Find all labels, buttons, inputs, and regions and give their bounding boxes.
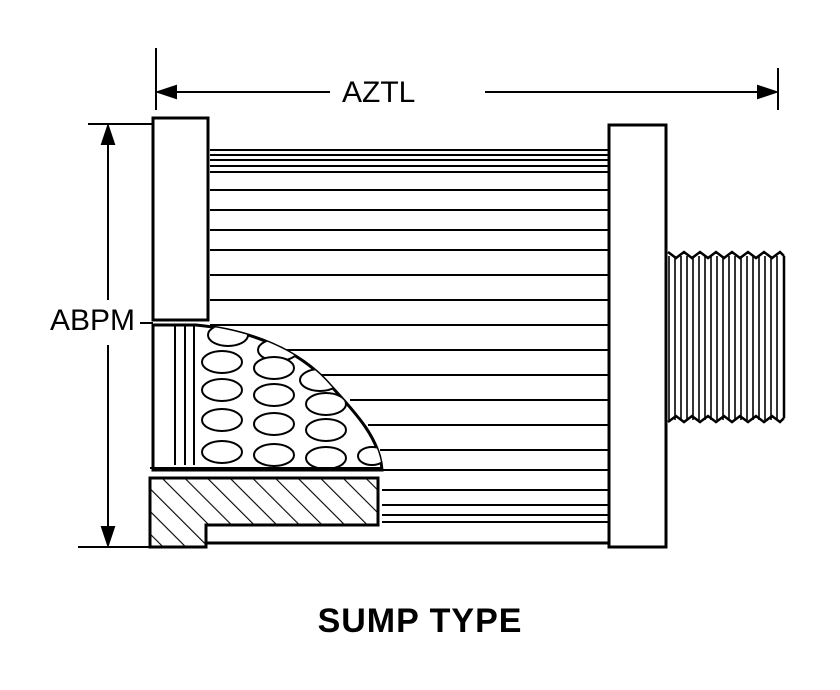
sectioned-end-cap <box>148 467 382 549</box>
length-dimension <box>154 48 780 110</box>
threaded-fitting <box>667 250 786 424</box>
diameter-label: ABPM <box>50 304 136 337</box>
left-end-cap <box>151 116 210 322</box>
right-end-cap <box>607 123 668 549</box>
pleated-media <box>206 149 608 545</box>
cutaway-perforated-tube <box>151 323 384 472</box>
overall-length-label: AZTL <box>338 78 420 108</box>
diameter-dimension <box>78 122 153 549</box>
diagram-caption: SUMP TYPE <box>317 602 523 640</box>
